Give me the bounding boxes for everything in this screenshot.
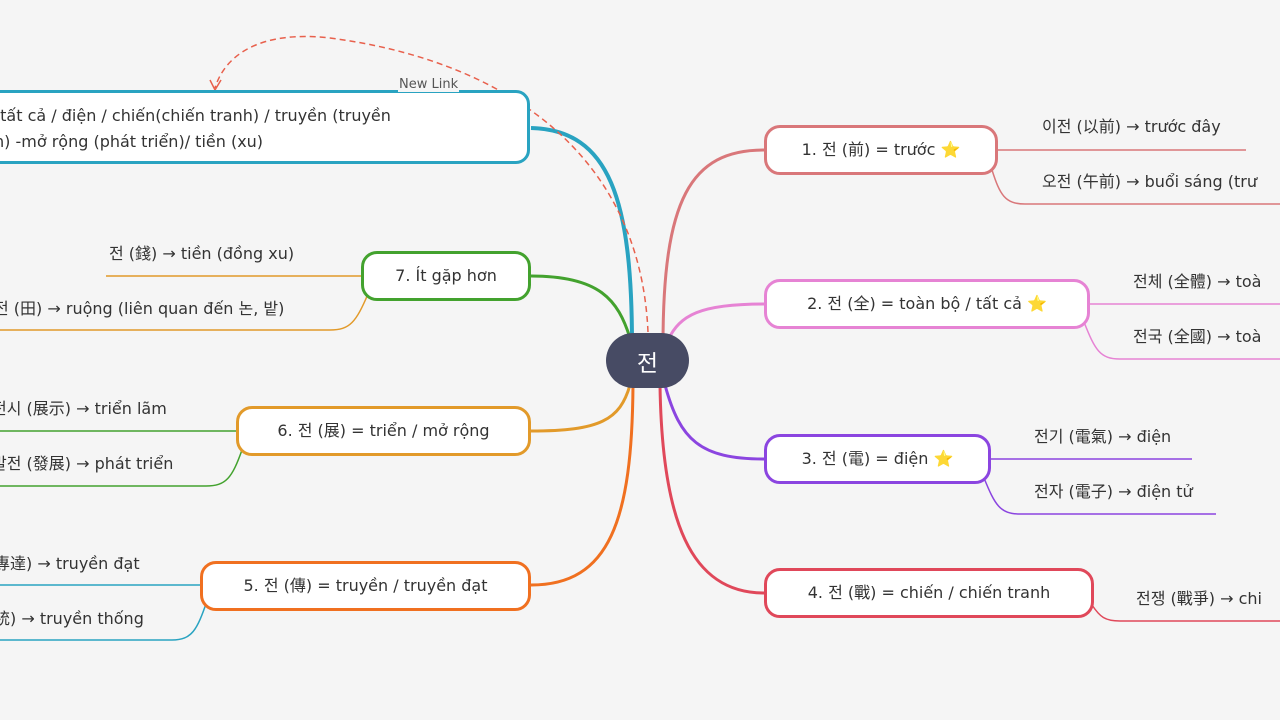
- branch-7-topic[interactable]: 7. Ít gặp hơn: [361, 251, 531, 301]
- leaf-3b[interactable]: 전자 (電子) → điện tử: [1034, 482, 1193, 501]
- branch-3-topic[interactable]: 3. 전 (電) = điện ⭐: [764, 434, 991, 484]
- branch-1-topic[interactable]: 1. 전 (前) = trước ⭐: [764, 125, 998, 175]
- branch-3-connector: [663, 384, 765, 461]
- branch-5-label: 5. 전 (傳) = truyền / truyền đạt: [243, 576, 488, 595]
- leaf-7b-line: [0, 293, 369, 331]
- branch-5-connector: [530, 384, 635, 587]
- leaf-5b-line: [0, 600, 208, 641]
- leaf-1b-line: [991, 169, 1280, 205]
- branch-2-connector: [666, 302, 765, 341]
- leaf-3b-line: [983, 477, 1216, 515]
- summary-line-1: trước / tất cả / điện / chiến(chiến tran…: [0, 106, 391, 125]
- leaf-7b[interactable]: 전 (田) → ruộng (liên quan đến 논, 밭): [0, 299, 285, 318]
- branch-1-connector: [661, 148, 765, 346]
- leaf-6a[interactable]: 전시 (展示) → triển lãm: [0, 399, 167, 418]
- leaf-6b[interactable]: 발전 (發展) → phát triển: [0, 454, 174, 473]
- leaf-2b[interactable]: 전국 (全國) → toà: [1133, 327, 1262, 346]
- central-topic[interactable]: 전: [606, 333, 689, 388]
- branch-3-label: 3. 전 (電) = điện ⭐: [801, 449, 954, 468]
- leaf-2a[interactable]: 전체 (全體) → toà: [1133, 272, 1262, 291]
- branch-6-label: 6. 전 (展) = triển / mở rộng: [277, 421, 490, 440]
- leaf-1a[interactable]: 이전 (以前) → trước đây: [1042, 117, 1221, 136]
- leaf-6b-line: [0, 449, 243, 487]
- branch-7-label: 7. Ít gặp hơn: [395, 266, 497, 285]
- summary-topic[interactable]: trước / tất cả / điện / chiến(chiến tran…: [0, 90, 530, 164]
- branch-7-connector: [530, 274, 632, 339]
- relationship-link[interactable]: [214, 35, 649, 333]
- leaf-1b[interactable]: 오전 (午前) → buổi sáng (trư: [1042, 172, 1257, 191]
- branch-1-label: 1. 전 (前) = trước ⭐: [801, 140, 961, 159]
- leaf-3a[interactable]: 전기 (電氣) → điện: [1034, 427, 1172, 446]
- branch-4-connector: [658, 384, 765, 595]
- leaf-5b[interactable]: 統) → truyền thống: [0, 609, 144, 628]
- branch-6-connector: [530, 384, 632, 433]
- branch-6-topic[interactable]: 6. 전 (展) = triển / mở rộng: [236, 406, 531, 456]
- leaf-7a[interactable]: 전 (錢) → tiền (đồng xu): [109, 244, 295, 263]
- leaf-4a-line: [1091, 604, 1280, 622]
- leaf-5a[interactable]: 專達) → truyền đạt: [0, 554, 140, 573]
- leaf-4a[interactable]: 전쟁 (戰爭) → chi: [1136, 589, 1262, 608]
- summary-connector: [530, 126, 634, 346]
- relationship-arrow-icon: [209, 79, 222, 92]
- branch-4-topic[interactable]: 4. 전 (戰) = chiến / chiến tranh: [764, 568, 1094, 618]
- branch-2-label: 2. 전 (全) = toàn bộ / tất cả ⭐: [807, 294, 1047, 313]
- leaf-2b-line: [1083, 321, 1280, 360]
- relationship-label[interactable]: New Link: [398, 77, 460, 92]
- branch-5-topic[interactable]: 5. 전 (傳) = truyền / truyền đạt: [200, 561, 531, 611]
- branch-4-label: 4. 전 (戰) = chiến / chiến tranh: [807, 583, 1051, 602]
- summary-line-2: ển (lãm) -mở rộng (phát triển)/ tiền (xu…: [0, 132, 264, 151]
- branch-2-topic[interactable]: 2. 전 (全) = toàn bộ / tất cả ⭐: [764, 279, 1090, 329]
